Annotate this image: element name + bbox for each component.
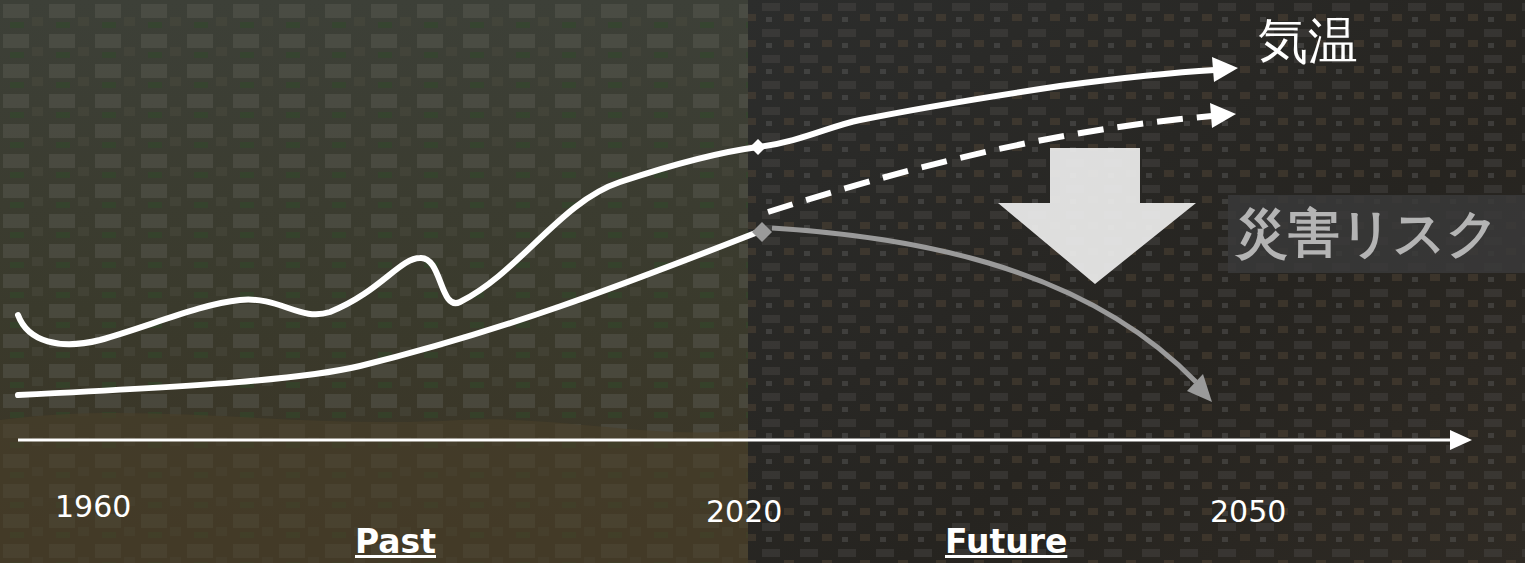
flood-water <box>0 413 748 563</box>
axis-arrowhead <box>1450 430 1472 450</box>
period-label: Future <box>945 525 1067 558</box>
risk-arrowhead <box>1187 374 1212 402</box>
dashed-projection <box>768 116 1212 212</box>
axis-label: 気温 <box>1258 16 1358 66</box>
tornado-photo <box>748 0 1525 563</box>
axis-label: 災害リスク <box>1236 207 1499 259</box>
marker-2020 <box>750 139 766 155</box>
label-patch <box>1228 195 1525 273</box>
curve-arrowhead <box>1212 57 1238 82</box>
marker-2020-risk <box>752 222 772 242</box>
temperature-curve <box>18 70 1215 344</box>
time-axis <box>18 439 1455 442</box>
dashed-arrowhead <box>1210 103 1236 128</box>
year-label: 1960 <box>55 492 131 522</box>
year-label: 2050 <box>1210 497 1286 527</box>
risk-past-line <box>18 232 758 395</box>
reduction-arrow <box>998 148 1196 284</box>
tornado-debris <box>748 0 1525 563</box>
period-label: Past <box>355 525 436 558</box>
year-label: 2020 <box>706 497 782 527</box>
